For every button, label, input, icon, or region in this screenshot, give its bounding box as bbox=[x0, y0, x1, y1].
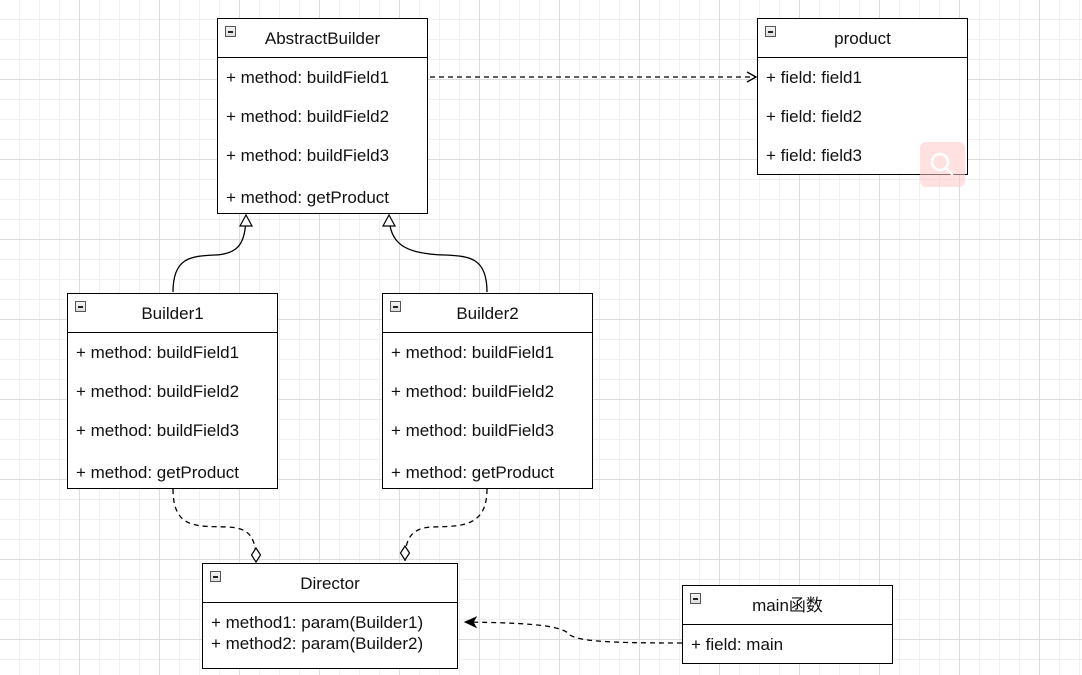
builder2-class[interactable]: Builder2 + method: buildField1 + method:… bbox=[382, 293, 593, 489]
director-member[interactable]: + method2: param(Builder2) bbox=[211, 634, 424, 653]
collapse-icon[interactable] bbox=[690, 593, 701, 604]
builder1-member[interactable]: + method: buildField3 bbox=[76, 421, 240, 440]
product-member[interactable]: + field: field2 bbox=[766, 107, 862, 126]
director-member[interactable]: + method1: param(Builder1) bbox=[211, 613, 424, 632]
builder2-header[interactable]: Builder2 bbox=[383, 294, 592, 333]
builder1-class[interactable]: Builder1 + method: buildField1 + method:… bbox=[67, 293, 278, 489]
main-class[interactable]: main函数 + field: main bbox=[682, 585, 893, 664]
builder2-member[interactable]: + method: buildField2 bbox=[391, 382, 555, 401]
builder1-member[interactable]: + method: buildField2 bbox=[76, 382, 240, 401]
abstractbuilder-title: AbstractBuilder bbox=[264, 29, 381, 48]
product-member[interactable]: + field: field3 bbox=[766, 146, 862, 165]
aggregation-builder1-director[interactable] bbox=[172, 488, 256, 563]
abstractbuilder-member[interactable]: + method: buildField2 bbox=[226, 107, 390, 126]
product-class[interactable]: product + field: field1 + field: field2 … bbox=[757, 18, 968, 175]
builder1-member[interactable]: + method: buildField1 bbox=[76, 343, 240, 362]
builder2-member[interactable]: + method: buildField1 bbox=[391, 343, 555, 362]
collapse-icon[interactable] bbox=[390, 301, 401, 312]
builder2-member[interactable]: + method: buildField3 bbox=[391, 421, 555, 440]
aggregation-builder2-director[interactable] bbox=[405, 488, 488, 561]
director-class[interactable]: Director + method1: param(Builder1) + me… bbox=[202, 563, 458, 669]
abstractbuilder-member[interactable]: + method: buildField3 bbox=[226, 146, 390, 165]
main-title: main函数 bbox=[752, 596, 823, 615]
collapse-icon[interactable] bbox=[75, 301, 86, 312]
abstractbuilder-member[interactable]: + method: getProduct bbox=[226, 188, 390, 207]
dependency-main-director[interactable] bbox=[465, 622, 683, 644]
builder1-title: Builder1 bbox=[141, 304, 204, 323]
generalization-builder1-abstractbuilder[interactable] bbox=[172, 215, 246, 293]
main-header[interactable]: main函数 bbox=[683, 586, 892, 625]
abstractbuilder-header[interactable]: AbstractBuilder bbox=[218, 19, 427, 58]
director-header[interactable]: Director bbox=[203, 564, 457, 603]
director-title: Director bbox=[300, 574, 360, 593]
search-icon bbox=[930, 152, 954, 176]
collapse-icon[interactable] bbox=[210, 571, 221, 582]
abstractbuilder-class[interactable]: AbstractBuilder + method: buildField1 + … bbox=[217, 18, 428, 214]
main-member[interactable]: + field: main bbox=[691, 635, 784, 654]
product-title: product bbox=[834, 29, 891, 48]
builder1-header[interactable]: Builder1 bbox=[68, 294, 277, 333]
builder2-member[interactable]: + method: getProduct bbox=[391, 463, 555, 482]
product-header[interactable]: product bbox=[758, 19, 967, 58]
builder2-title: Builder2 bbox=[456, 304, 519, 323]
search-button[interactable] bbox=[920, 142, 965, 187]
collapse-icon[interactable] bbox=[765, 26, 776, 37]
generalization-builder2-abstractbuilder[interactable] bbox=[389, 215, 488, 293]
builder1-member[interactable]: + method: getProduct bbox=[76, 463, 240, 482]
collapse-icon[interactable] bbox=[225, 26, 236, 37]
abstractbuilder-member[interactable]: + method: buildField1 bbox=[226, 68, 390, 87]
product-member[interactable]: + field: field1 bbox=[766, 68, 862, 87]
